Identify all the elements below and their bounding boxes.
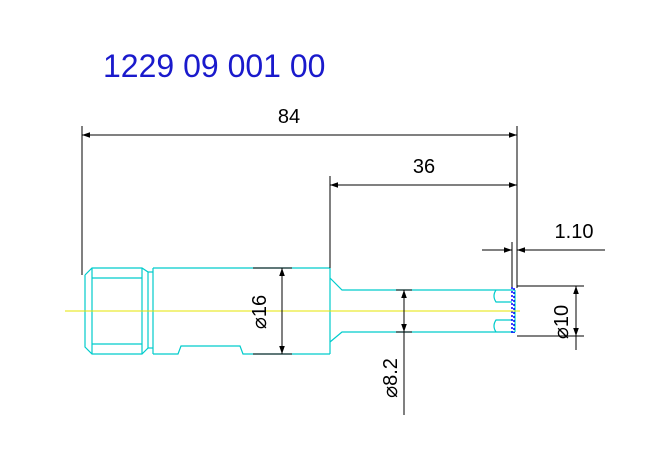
tip-end-detail (511, 287, 515, 334)
dim-tip-diameter-label: ⌀10 (551, 305, 573, 339)
dim-overall-length-label: 84 (278, 106, 300, 128)
dim-tip-length-label: 1.10 (555, 221, 594, 243)
dim-overall-length (81, 126, 518, 288)
dim-minor-diameter-label: ⌀8.2 (380, 358, 402, 398)
dim-step-length (329, 176, 517, 268)
dim-tip-diameter (517, 285, 584, 350)
dim-minor-diameter (396, 289, 412, 415)
part-number-title: 1229 09 001 00 (103, 48, 325, 84)
dim-tip-length (482, 242, 605, 287)
dim-major-diameter (253, 267, 292, 355)
dim-step-length-label: 36 (413, 156, 435, 178)
dim-major-diameter-label: ⌀16 (249, 295, 271, 329)
